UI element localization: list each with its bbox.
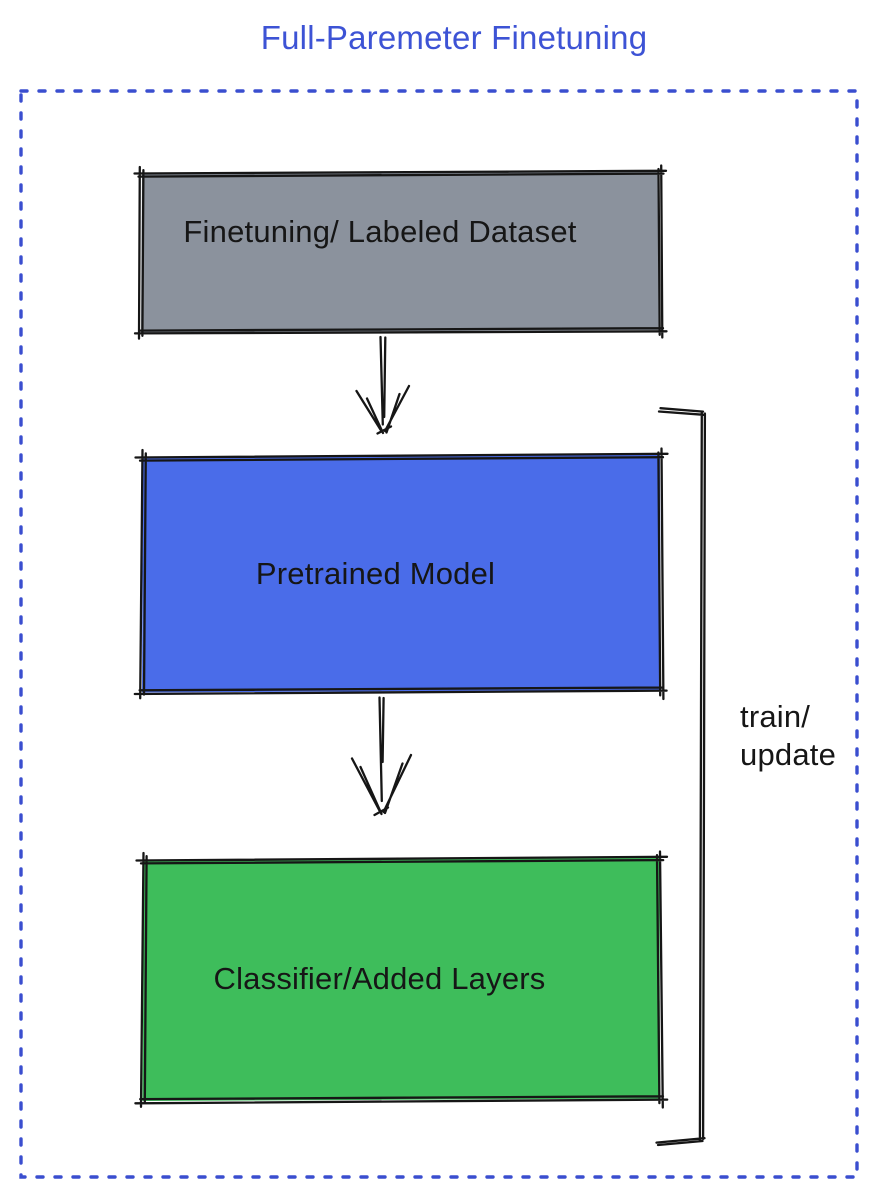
train-update-bracket — [655, 407, 707, 1147]
dataset-box — [133, 164, 668, 340]
classifier-box-label: Classifier/Added Layers — [213, 961, 546, 996]
diagram-title: Full-Paremeter Finetuning — [260, 19, 648, 56]
arrow-model-to-classifier-icon — [350, 696, 413, 817]
pretrained-model-box-label: Pretrained Model — [255, 555, 496, 591]
train-update-label-line2: update — [740, 737, 837, 772]
classifier-box-border — [134, 850, 669, 1109]
dataset-box-border — [133, 164, 668, 340]
train-update-label-line1: train/ — [740, 699, 811, 734]
pretrained-model-box-border — [133, 447, 669, 701]
pretrained-model-box-fill — [142, 454, 661, 693]
dataset-box-label: Finetuning/ Labeled Dataset — [183, 213, 577, 249]
classifier-box — [134, 850, 669, 1109]
dataset-box-fill — [141, 171, 661, 333]
arrow-dataset-to-model-icon — [355, 335, 411, 435]
classifier-box-fill — [142, 857, 660, 1101]
train-update-label: train/ update — [740, 698, 836, 774]
outer-dotted-border — [19, 89, 859, 1179]
pretrained-model-box — [133, 447, 669, 701]
